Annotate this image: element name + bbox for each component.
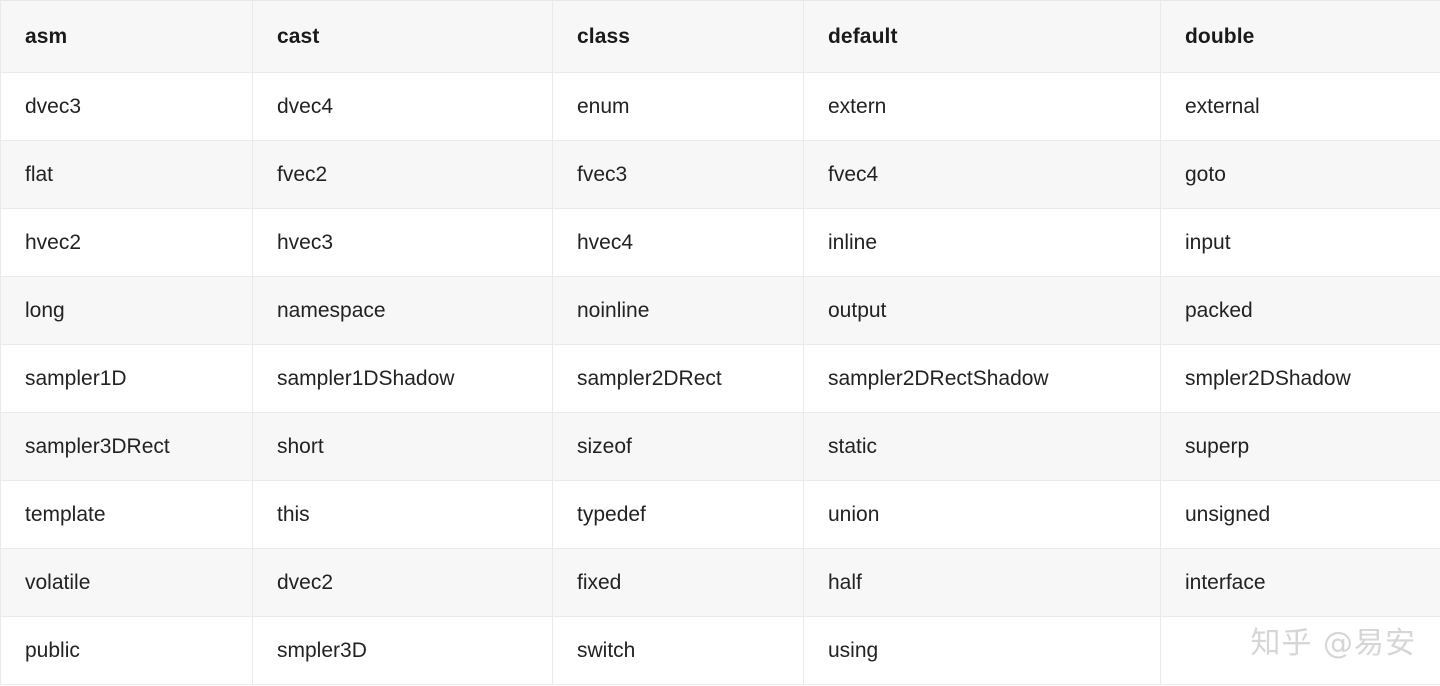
table-cell: sampler1D <box>0 344 253 413</box>
table-cell <box>1160 616 1440 685</box>
table-row: sampler1D sampler1DShadow sampler2DRect … <box>0 344 1440 413</box>
table-row: template this typedef union unsigned <box>0 480 1440 549</box>
table-row: flat fvec2 fvec3 fvec4 goto <box>0 140 1440 209</box>
table-cell: hvec4 <box>552 208 804 277</box>
table-row: hvec2 hvec3 hvec4 inline input <box>0 208 1440 277</box>
table-cell: fixed <box>552 548 804 617</box>
table-cell: extern <box>803 72 1161 141</box>
table-cell: smpler2DShadow <box>1160 344 1440 413</box>
table-cell: long <box>0 276 253 345</box>
table-cell: external <box>1160 72 1440 141</box>
table-cell: using <box>803 616 1161 685</box>
column-header-double[interactable]: double <box>1160 0 1440 73</box>
table-cell: half <box>803 548 1161 617</box>
table-cell: typedef <box>552 480 804 549</box>
table-cell: interface <box>1160 548 1440 617</box>
table-cell: flat <box>0 140 253 209</box>
table-header-row: asm cast class default double <box>0 0 1440 73</box>
table-cell: dvec4 <box>252 72 553 141</box>
column-header-cast[interactable]: cast <box>252 0 553 73</box>
table-cell: fvec3 <box>552 140 804 209</box>
table-cell: input <box>1160 208 1440 277</box>
table-cell: output <box>803 276 1161 345</box>
table-cell: namespace <box>252 276 553 345</box>
table-cell: volatile <box>0 548 253 617</box>
table-cell: enum <box>552 72 804 141</box>
table-row: public smpler3D switch using <box>0 616 1440 685</box>
table-cell: inline <box>803 208 1161 277</box>
table-cell: dvec3 <box>0 72 253 141</box>
table-row: dvec3 dvec4 enum extern external <box>0 72 1440 141</box>
table-cell: public <box>0 616 253 685</box>
column-header-class[interactable]: class <box>552 0 804 73</box>
table-cell: sampler3DRect <box>0 412 253 481</box>
table-row: volatile dvec2 fixed half interface <box>0 548 1440 617</box>
table-cell: fvec2 <box>252 140 553 209</box>
table-cell: sampler2DRectShadow <box>803 344 1161 413</box>
table-cell: switch <box>552 616 804 685</box>
table-cell: unsigned <box>1160 480 1440 549</box>
table-row: sampler3DRect short sizeof static superp <box>0 412 1440 481</box>
table-cell: sampler2DRect <box>552 344 804 413</box>
table-cell: noinline <box>552 276 804 345</box>
table-cell: dvec2 <box>252 548 553 617</box>
table-cell: sizeof <box>552 412 804 481</box>
table-body: dvec3 dvec4 enum extern external flat fv… <box>0 72 1440 685</box>
table-cell: fvec4 <box>803 140 1161 209</box>
column-header-asm[interactable]: asm <box>0 0 253 73</box>
table-cell: template <box>0 480 253 549</box>
column-header-default[interactable]: default <box>803 0 1161 73</box>
table-cell: this <box>252 480 553 549</box>
table-cell: superp <box>1160 412 1440 481</box>
table-cell: packed <box>1160 276 1440 345</box>
table-cell: smpler3D <box>252 616 553 685</box>
table-cell: static <box>803 412 1161 481</box>
table-row: long namespace noinline output packed <box>0 276 1440 345</box>
table-cell: goto <box>1160 140 1440 209</box>
table-cell: hvec2 <box>0 208 253 277</box>
table-header: asm cast class default double <box>0 0 1440 73</box>
table-cell: hvec3 <box>252 208 553 277</box>
table-cell: sampler1DShadow <box>252 344 553 413</box>
table-cell: short <box>252 412 553 481</box>
table-cell: union <box>803 480 1161 549</box>
